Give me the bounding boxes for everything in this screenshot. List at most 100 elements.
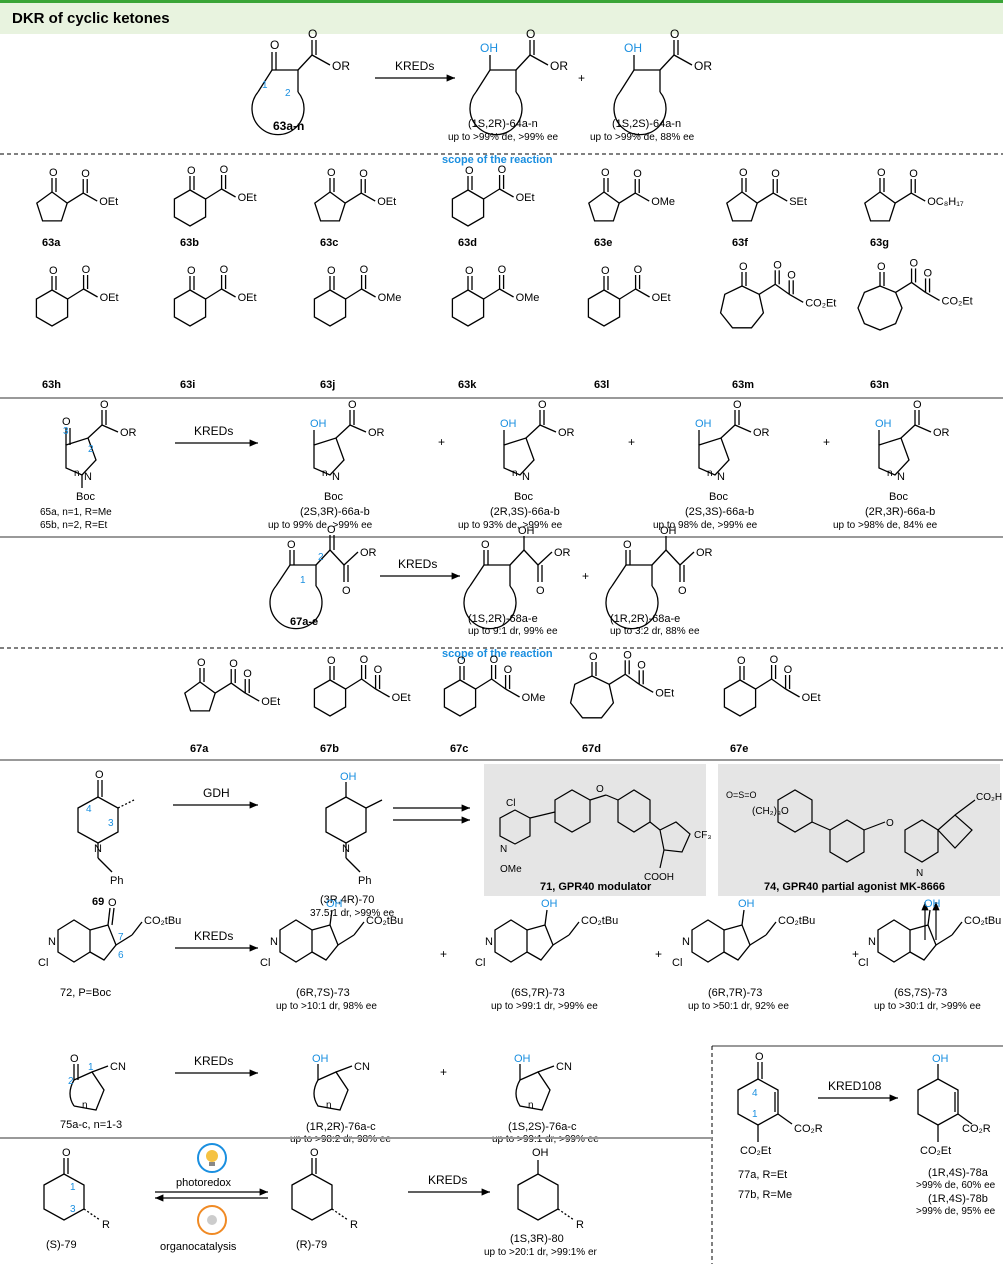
ring-bond	[526, 924, 554, 961]
ring-bond	[279, 919, 313, 963]
atom-n-index: n	[887, 468, 893, 479]
product1-note: up to >99% de, >99% ee	[448, 132, 559, 143]
atom-o: O	[784, 664, 793, 676]
ester-bond	[475, 678, 492, 690]
ring-bond	[909, 924, 937, 961]
scope-label-67b: 67b	[320, 743, 339, 755]
atom-o: O	[771, 168, 780, 180]
ester-bond	[758, 283, 776, 295]
atom-n: N	[84, 471, 92, 483]
ring-bond	[443, 679, 477, 717]
ester-bond	[634, 192, 650, 202]
ester-bond	[360, 192, 376, 202]
product-note: up to 98% de, >99% ee	[653, 520, 758, 531]
atom-o: O	[220, 164, 229, 176]
atom-group: SEt	[789, 196, 807, 208]
atom-o: O	[670, 27, 679, 41]
atom-co2r: CO₂R	[962, 1123, 991, 1135]
atom-group: OEt	[261, 696, 280, 708]
atom-group: OC₈H₁₇	[927, 196, 964, 208]
product-a-label: (1R,4S)-78a	[928, 1167, 989, 1179]
ester-bond	[205, 288, 222, 300]
atom-o: O	[62, 416, 71, 428]
atom-boc: Boc	[514, 491, 533, 503]
atom-o: O	[465, 265, 474, 277]
drug-74-label: 74, GPR40 partial agonist MK-8666	[764, 881, 945, 893]
ester-bond	[618, 192, 636, 204]
substrate-69-structure	[77, 780, 135, 873]
locant-3: 3	[108, 818, 114, 829]
product-note: up to >20:1 dr, >99:1% er	[484, 1247, 598, 1258]
atom-n-index: n	[322, 468, 328, 479]
product-76-2-structure	[515, 1064, 555, 1111]
upper-condition: photoredox	[176, 1177, 232, 1189]
atom-boc: Boc	[76, 491, 95, 503]
ring-bond	[698, 437, 730, 476]
ester-bond	[499, 188, 514, 198]
ester-bond	[499, 288, 514, 298]
atom-or: OR	[360, 547, 377, 559]
atom-n: N	[332, 471, 340, 483]
locant-6: 6	[118, 950, 124, 961]
ring-bond	[313, 437, 345, 476]
atom-o: O	[770, 654, 779, 666]
ester-bond	[894, 192, 912, 204]
atom-o: O	[374, 664, 383, 676]
atom-cl: Cl	[475, 957, 485, 969]
atom-o: O	[327, 524, 336, 536]
atom-o: O	[755, 1051, 764, 1063]
locant-1: 1	[752, 1109, 758, 1120]
atom-o: O	[733, 399, 742, 411]
product1-note: up to >98:2 dr, 98% ee	[290, 1134, 391, 1145]
atom-n: N	[48, 936, 56, 948]
reagent-label: KREDs	[194, 1054, 233, 1068]
locant-3: 3	[63, 426, 69, 437]
atom-group: OMe	[378, 292, 402, 304]
atom-o: O	[481, 539, 490, 551]
atom-o: O	[465, 165, 474, 177]
atom-n: N	[500, 844, 507, 855]
ester-bond	[505, 688, 520, 698]
ester-bond	[345, 678, 362, 690]
plus-sign: +	[823, 435, 830, 449]
ester-bond	[83, 288, 98, 298]
atom-co2tbu: CO₂tBu	[144, 915, 181, 927]
substrate-a-label: 77a, R=Et	[738, 1169, 787, 1181]
atom-n: N	[916, 868, 923, 879]
locant-1: 1	[300, 575, 306, 586]
atom-n: N	[94, 843, 102, 855]
atom-o: O	[739, 167, 748, 179]
atom-n-index: n	[82, 1100, 88, 1111]
atom-group: CO₂Et	[942, 295, 973, 307]
atom-o: O	[526, 27, 535, 41]
atom-o: O	[637, 659, 646, 671]
product2-label: (1S,2S)-76a-c	[508, 1121, 577, 1133]
ester-bond	[925, 291, 940, 302]
atom-o: O	[773, 259, 782, 271]
atom-oh: OH	[500, 418, 517, 430]
substrate-77-structure	[737, 1062, 793, 1142]
atom-boc: Boc	[709, 491, 728, 503]
ester-bond	[214, 682, 232, 694]
atom-n: N	[342, 843, 350, 855]
section6-reaction: O 2 1 CN n 75a-c, n=1-3 KREDs OH CN n (1…	[60, 1053, 599, 1145]
substrate-65-structure	[65, 410, 119, 488]
atom-o: O	[187, 265, 196, 277]
catalyst-icon	[197, 1205, 227, 1235]
atom-o: O	[327, 265, 336, 277]
atom-o: O	[327, 167, 336, 179]
atom-oh: OH	[326, 898, 343, 910]
atom-cl: Cl	[506, 798, 515, 809]
atom-group: OEt	[377, 196, 396, 208]
ester-bond	[483, 288, 500, 300]
product-label: (3R,4R)-70	[320, 894, 374, 906]
atom-group: OEt	[238, 192, 257, 204]
